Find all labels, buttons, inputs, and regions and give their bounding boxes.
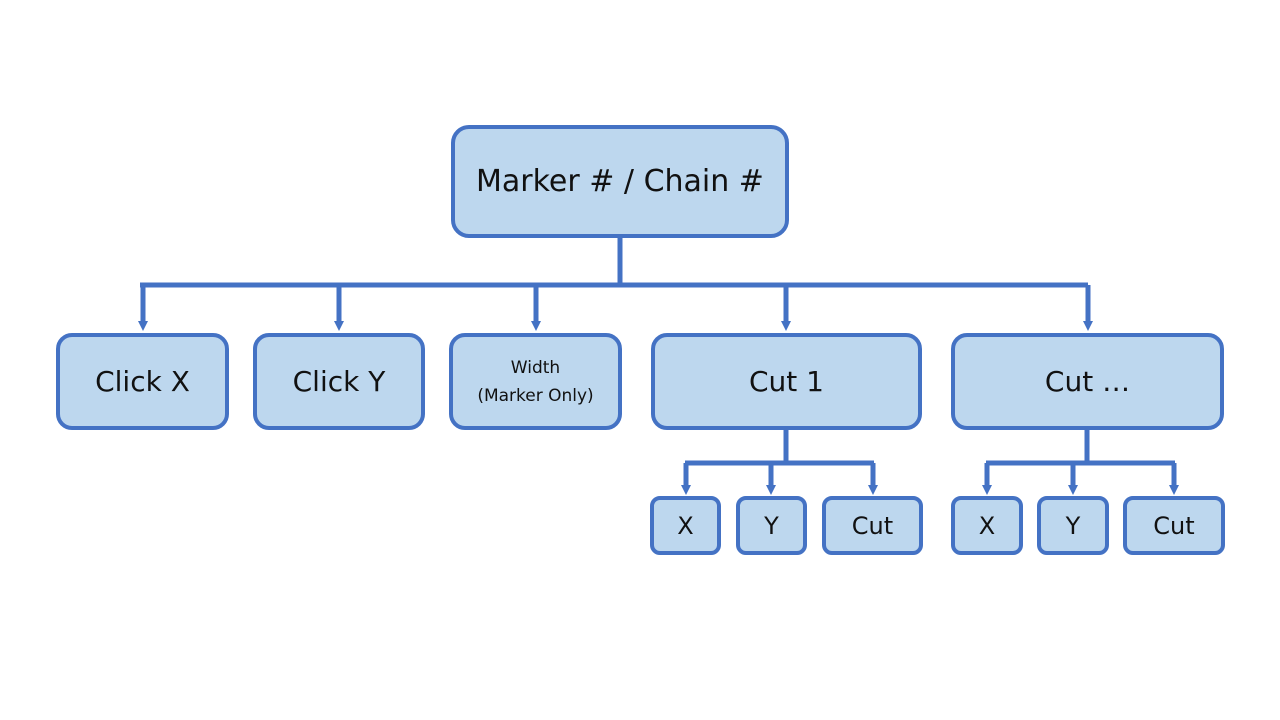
cut-1-x-label: X [677, 511, 694, 540]
root-label: Marker # / Chain # [476, 164, 764, 199]
cut-more-node: Cut … [951, 333, 1224, 430]
click-y-node: Click Y [253, 333, 425, 430]
cut-1-label: Cut 1 [749, 365, 824, 398]
click-x-node: Click X [56, 333, 229, 430]
width-note-label: (Marker Only) [477, 385, 594, 406]
cut-1-x-node: X [650, 496, 721, 555]
cut-1-y-label: Y [764, 511, 779, 540]
cut-1-cut-node: Cut [822, 496, 923, 555]
width-label: Width [510, 357, 561, 378]
click-y-label: Click Y [292, 365, 386, 398]
cut-more-x-label: X [978, 511, 996, 540]
click-x-label: Click X [95, 365, 190, 398]
cut-more-y-label: Y [1065, 511, 1081, 540]
cut-more-cut-node: Cut [1123, 496, 1225, 555]
cut-more-cut-label: Cut [1153, 511, 1195, 540]
cut-more-label: Cut … [1044, 365, 1131, 398]
cut-more-y-node: Y [1037, 496, 1109, 555]
width-node: Width (Marker Only) [449, 333, 622, 430]
root-node: Marker # / Chain # [451, 125, 789, 238]
cut-1-cut-label: Cut [851, 511, 894, 540]
cut-more-x-node: X [951, 496, 1023, 555]
cut-1-node: Cut 1 [651, 333, 922, 430]
cut-1-y-node: Y [736, 496, 807, 555]
